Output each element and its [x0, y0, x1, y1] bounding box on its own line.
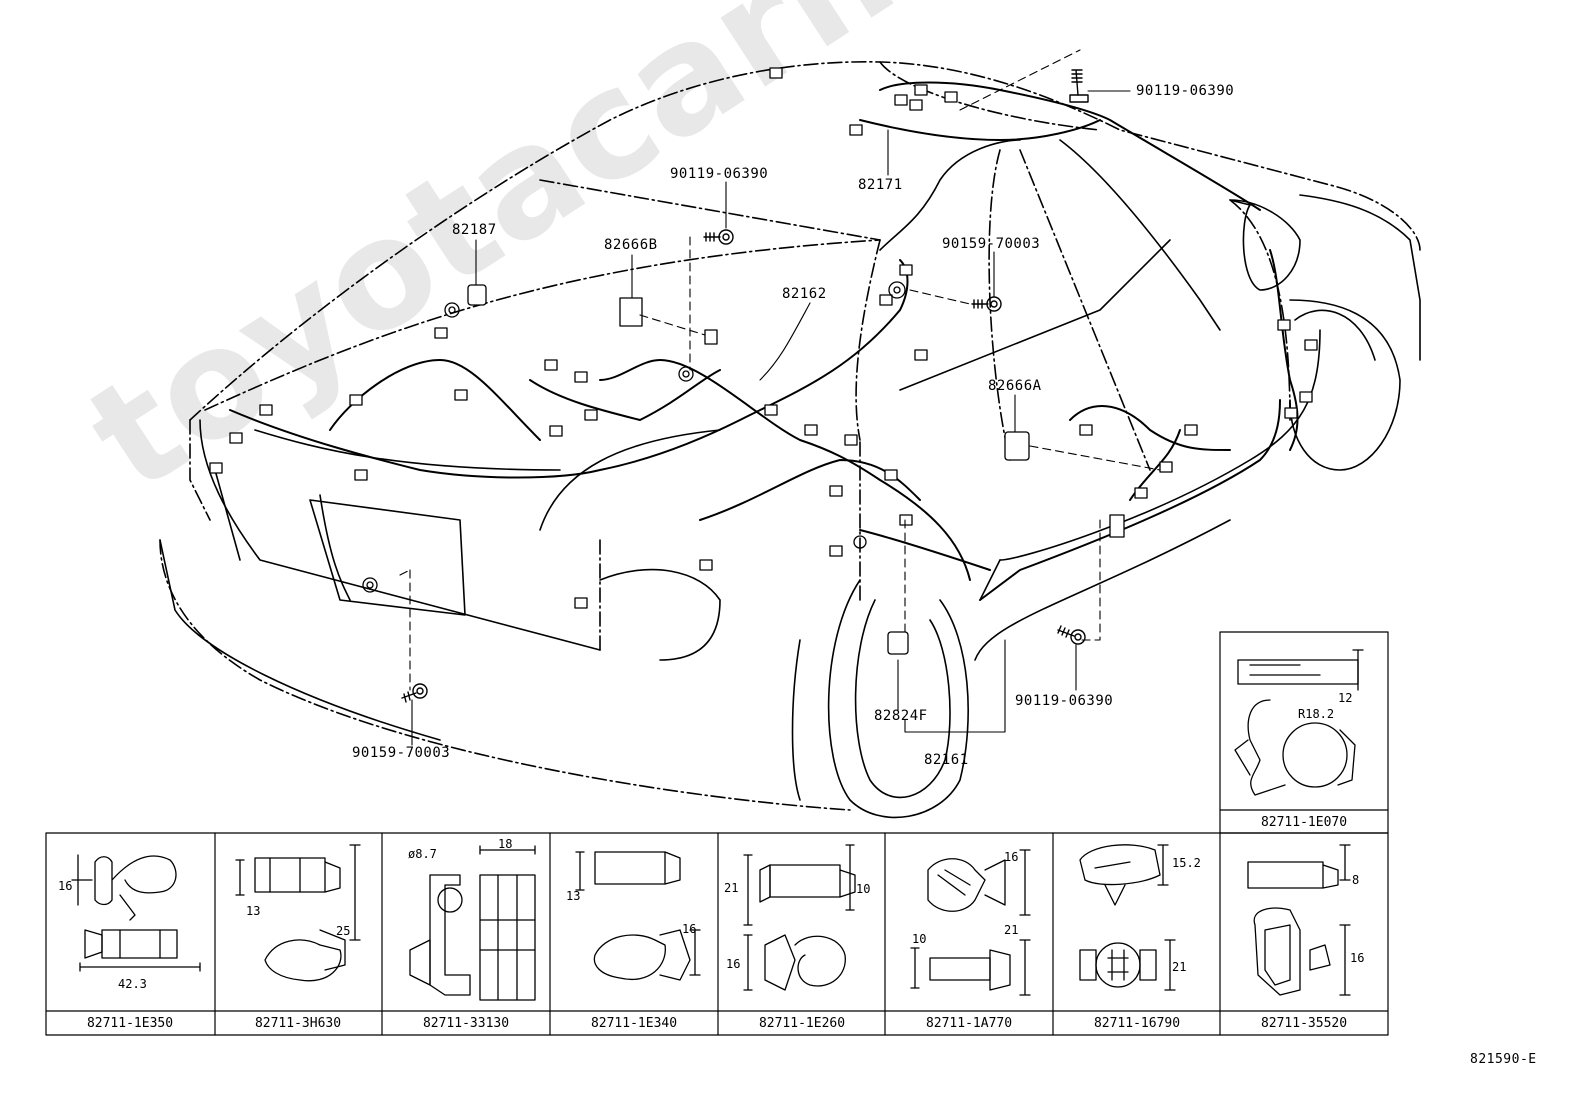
part-label-82187: 82187	[452, 222, 497, 238]
clip-sketches	[71, 649, 1364, 1001]
dim-1a770-clip: 16	[1004, 850, 1019, 864]
part-label-82666b: 82666B	[604, 237, 658, 253]
clip-part-no-33130: 82711-33130	[422, 1016, 510, 1031]
clip-part-no-16790: 82711-16790	[1093, 1016, 1181, 1031]
car-body-outline	[159, 61, 1421, 811]
dim-1e350-height: 16	[58, 879, 73, 893]
dim-33130-diameter: ø8.7	[408, 847, 437, 861]
clip-part-no-1a770: 82711-1A770	[925, 1016, 1013, 1031]
dim-1e260-height: 21	[724, 881, 739, 895]
dim-3h630-height: 13	[246, 904, 261, 918]
dim-33130-width: 18	[498, 837, 513, 851]
dim-35520-clip: 16	[1350, 951, 1365, 965]
bolts	[401, 69, 1089, 703]
part-label-90159-70003-upper: 90159-70003	[942, 236, 1041, 252]
part-label-90119-06390-lower: 90119-06390	[1015, 693, 1114, 709]
dim-16790-width: 21	[1172, 960, 1187, 974]
dim-1e350-width: 42.3	[118, 977, 147, 991]
dim-1e260-head: 10	[856, 882, 871, 896]
clip-part-no-3h630: 82711-3H630	[254, 1016, 342, 1031]
dashed-pointers	[399, 49, 1161, 691]
part-label-90119-06390-mid: 90119-06390	[670, 166, 769, 182]
dim-1e070-height: 12	[1338, 691, 1353, 705]
dim-3h630-length: 25	[336, 924, 351, 938]
dim-1a770-head: 10	[912, 932, 927, 946]
part-label-82161: 82161	[924, 752, 969, 768]
clip-table	[45, 631, 1389, 1036]
part-label-82171: 82171	[858, 177, 903, 193]
part-label-90119-06390-top: 90119-06390	[1136, 83, 1235, 99]
wire-harness	[229, 81, 1299, 601]
part-label-82162: 82162	[782, 286, 827, 302]
part-label-82666a: 82666A	[988, 378, 1042, 394]
dim-1a770-length: 21	[1004, 923, 1019, 937]
clip-part-no-1e260: 82711-1E260	[758, 1016, 846, 1031]
connectors	[209, 67, 1318, 655]
dim-1e340-height: 13	[566, 889, 581, 903]
dim-35520-head: 8	[1352, 873, 1360, 887]
clip-part-no-1e070: 82711-1E070	[1260, 815, 1348, 830]
clip-part-no-35520: 82711-35520	[1260, 1016, 1348, 1031]
car-body-solid	[159, 139, 1421, 819]
part-label-90159-70003-lower: 90159-70003	[352, 745, 451, 761]
dim-1e260-clip: 16	[726, 957, 741, 971]
leader-lines	[411, 90, 1131, 746]
clip-part-no-1e350: 82711-1E350	[86, 1016, 174, 1031]
part-label-82824f: 82824F	[874, 708, 928, 724]
dim-1e340-clip: 16	[682, 922, 697, 936]
grommets	[362, 281, 906, 593]
clip-part-no-1e340: 82711-1E340	[590, 1016, 678, 1031]
diagram-code: 821590-E	[1470, 1052, 1537, 1067]
dim-16790-height: 15.2	[1172, 856, 1201, 870]
dim-1e070-radius: R18.2	[1298, 707, 1335, 721]
